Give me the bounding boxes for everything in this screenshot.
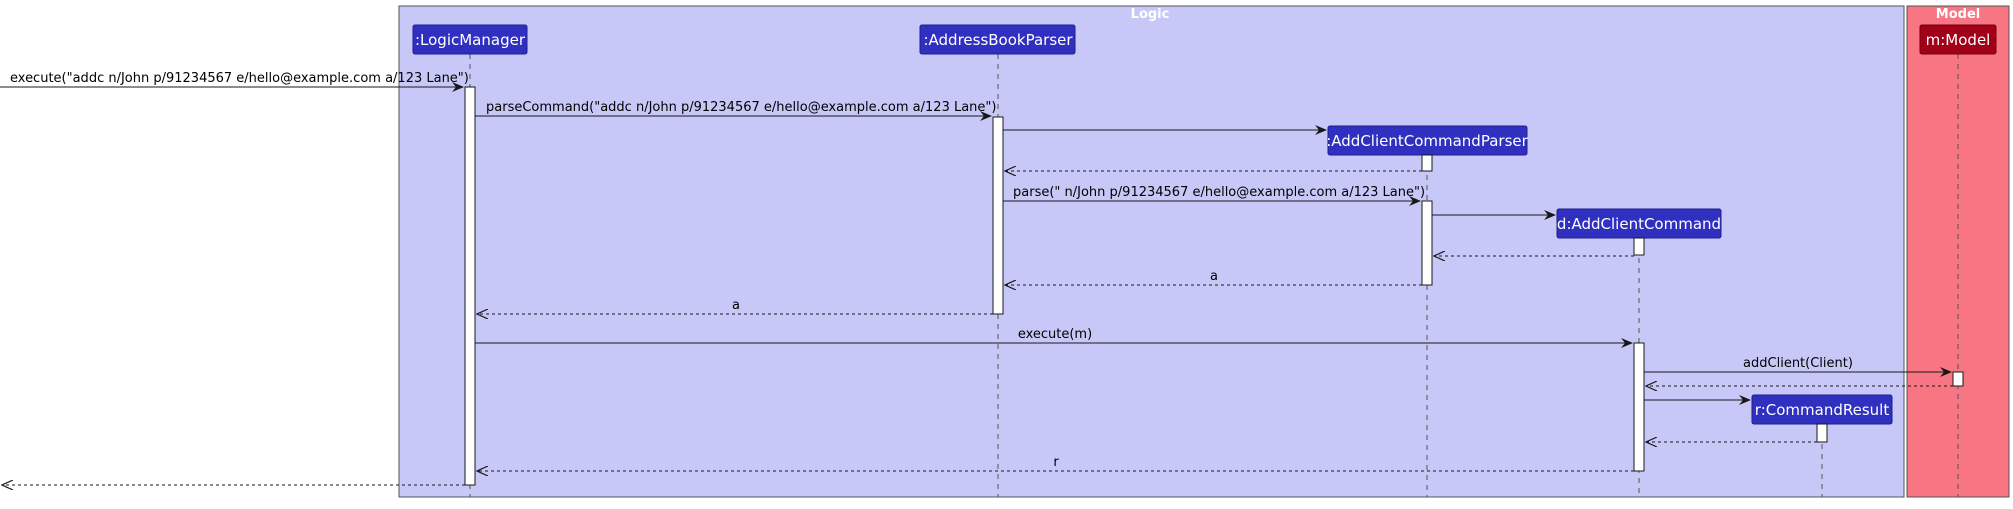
svg-text:d:AddClientCommand: d:AddClientCommand bbox=[1557, 215, 1721, 233]
activation-logic-manager bbox=[464, 86, 476, 486]
participant-model: m:Model bbox=[1919, 24, 1997, 55]
model-box bbox=[1906, 5, 2010, 498]
label-execute-m: execute(m) bbox=[1018, 327, 1092, 342]
participant-add-client-command-parser: :AddClientCommandParser bbox=[1326, 125, 1529, 156]
label-parse-command: parseCommand("addc n/John p/91234567 e/h… bbox=[486, 100, 996, 115]
activation-parser bbox=[992, 116, 1004, 315]
label-add-client: addClient(Client) bbox=[1743, 356, 1853, 371]
call-arrows bbox=[0, 82, 1952, 405]
svg-text::LogicManager: :LogicManager bbox=[415, 31, 526, 49]
activation-client-parser-create bbox=[1421, 154, 1433, 172]
logic-box bbox=[398, 5, 1905, 498]
activation-command-create bbox=[1633, 237, 1645, 256]
label-return-a-parser: a bbox=[1210, 269, 1218, 284]
return-arrows bbox=[2, 171, 1953, 485]
activation-command-execute bbox=[1633, 342, 1645, 472]
label-return-a-logic: a bbox=[732, 298, 740, 313]
model-box-title: Model bbox=[1936, 7, 1980, 22]
activation-model bbox=[1952, 371, 1964, 387]
label-parse: parse(" n/John p/91234567 e/hello@exampl… bbox=[1013, 185, 1425, 200]
svg-text:r:CommandResult: r:CommandResult bbox=[1755, 401, 1890, 419]
participant-command-result: r:CommandResult bbox=[1751, 394, 1893, 425]
activations bbox=[464, 86, 1964, 486]
svg-text::AddressBookParser: :AddressBookParser bbox=[923, 31, 1073, 49]
label-execute-command: execute("addc n/John p/91234567 e/hello@… bbox=[10, 71, 469, 86]
label-return-r: r bbox=[1053, 455, 1059, 470]
logic-box-title: Logic bbox=[1131, 7, 1170, 22]
participant-add-client-command: d:AddClientCommand bbox=[1556, 208, 1722, 239]
participant-logic-manager: :LogicManager bbox=[412, 24, 528, 55]
svg-text::AddClientCommandParser: :AddClientCommandParser bbox=[1326, 132, 1528, 150]
participant-address-book-parser: :AddressBookParser bbox=[919, 24, 1076, 55]
svg-text:m:Model: m:Model bbox=[1926, 31, 1991, 49]
activation-client-parser-parse bbox=[1421, 200, 1433, 286]
activation-result bbox=[1816, 423, 1828, 443]
